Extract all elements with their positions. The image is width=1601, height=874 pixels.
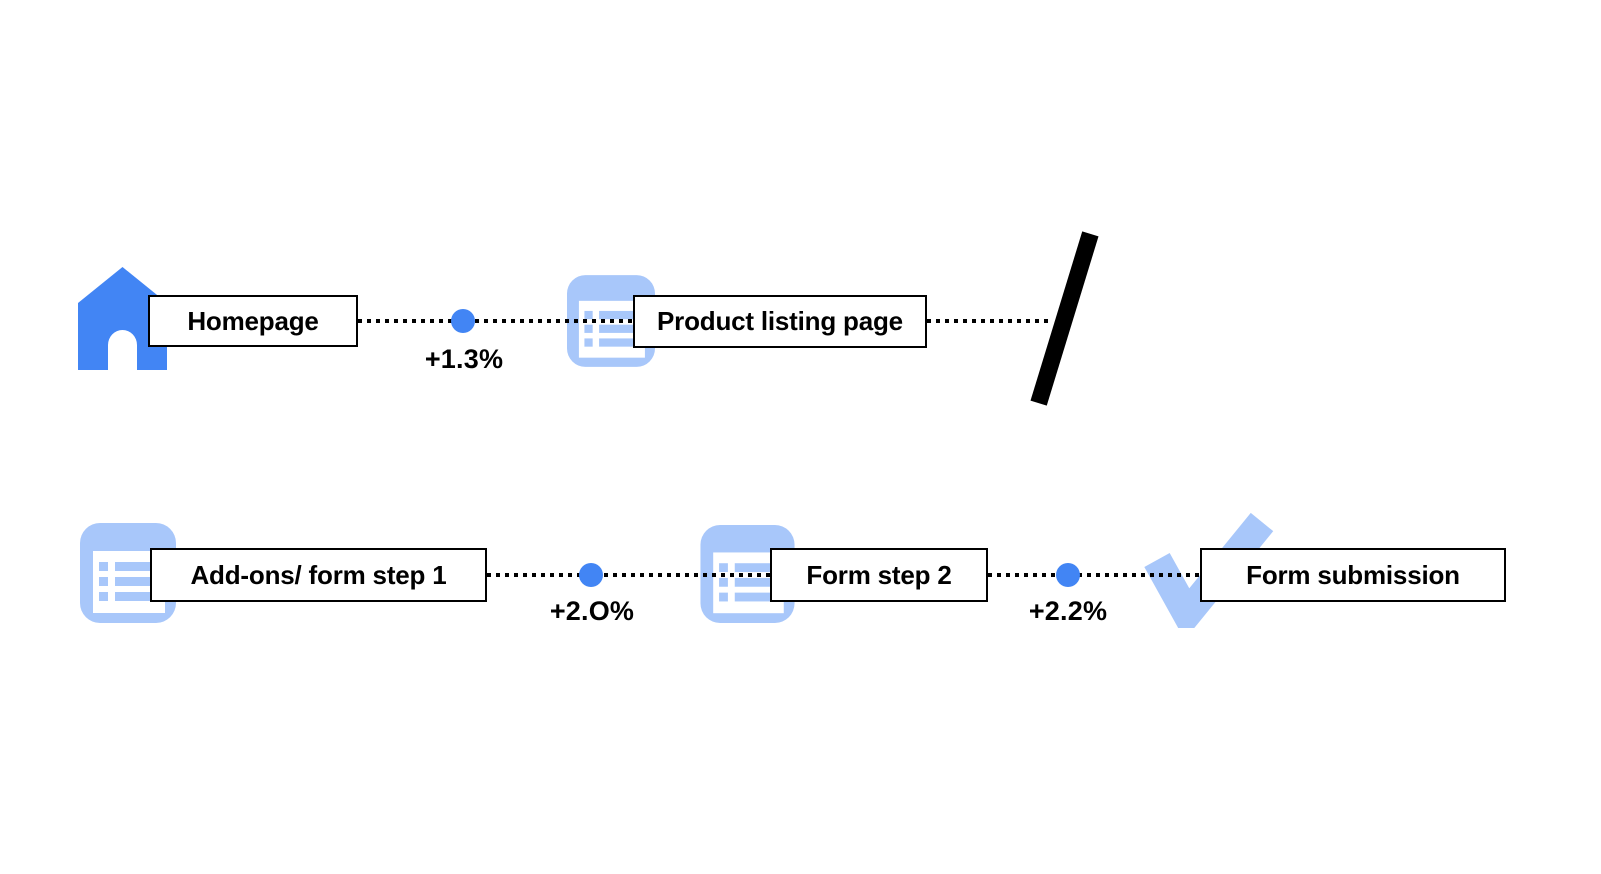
step-label-form-step-2: Form step 2	[806, 559, 952, 590]
transition-dot	[579, 563, 603, 587]
connector-product-listing-to-row-break	[927, 319, 1053, 323]
step-box-homepage: Homepage	[148, 295, 358, 347]
connector-form-step-2-to-submission	[988, 573, 1200, 577]
connector-addons-to-form-step-2	[487, 573, 770, 577]
uplift-label-t1: +1.3%	[424, 344, 504, 374]
step-label-form-submission: Form submission	[1246, 559, 1460, 590]
step-label-addons: Add-ons/ form step 1	[190, 559, 447, 590]
step-box-product-listing: Product listing page	[633, 295, 927, 348]
step-box-form-submission: Form submission	[1200, 548, 1506, 602]
connector-homepage-to-product-listing	[358, 319, 633, 323]
step-box-form-step-2: Form step 2	[770, 548, 988, 602]
transition-dot	[451, 309, 475, 333]
step-label-homepage: Homepage	[187, 305, 319, 336]
home-icon	[78, 267, 167, 370]
uplift-label-t2: +2.O%	[549, 596, 635, 626]
step-box-addons: Add-ons/ form step 1	[150, 548, 487, 602]
uplift-label-t3: +2.2%	[1028, 596, 1108, 626]
step-label-product-listing: Product listing page	[657, 306, 903, 336]
transition-dot	[1056, 563, 1080, 587]
